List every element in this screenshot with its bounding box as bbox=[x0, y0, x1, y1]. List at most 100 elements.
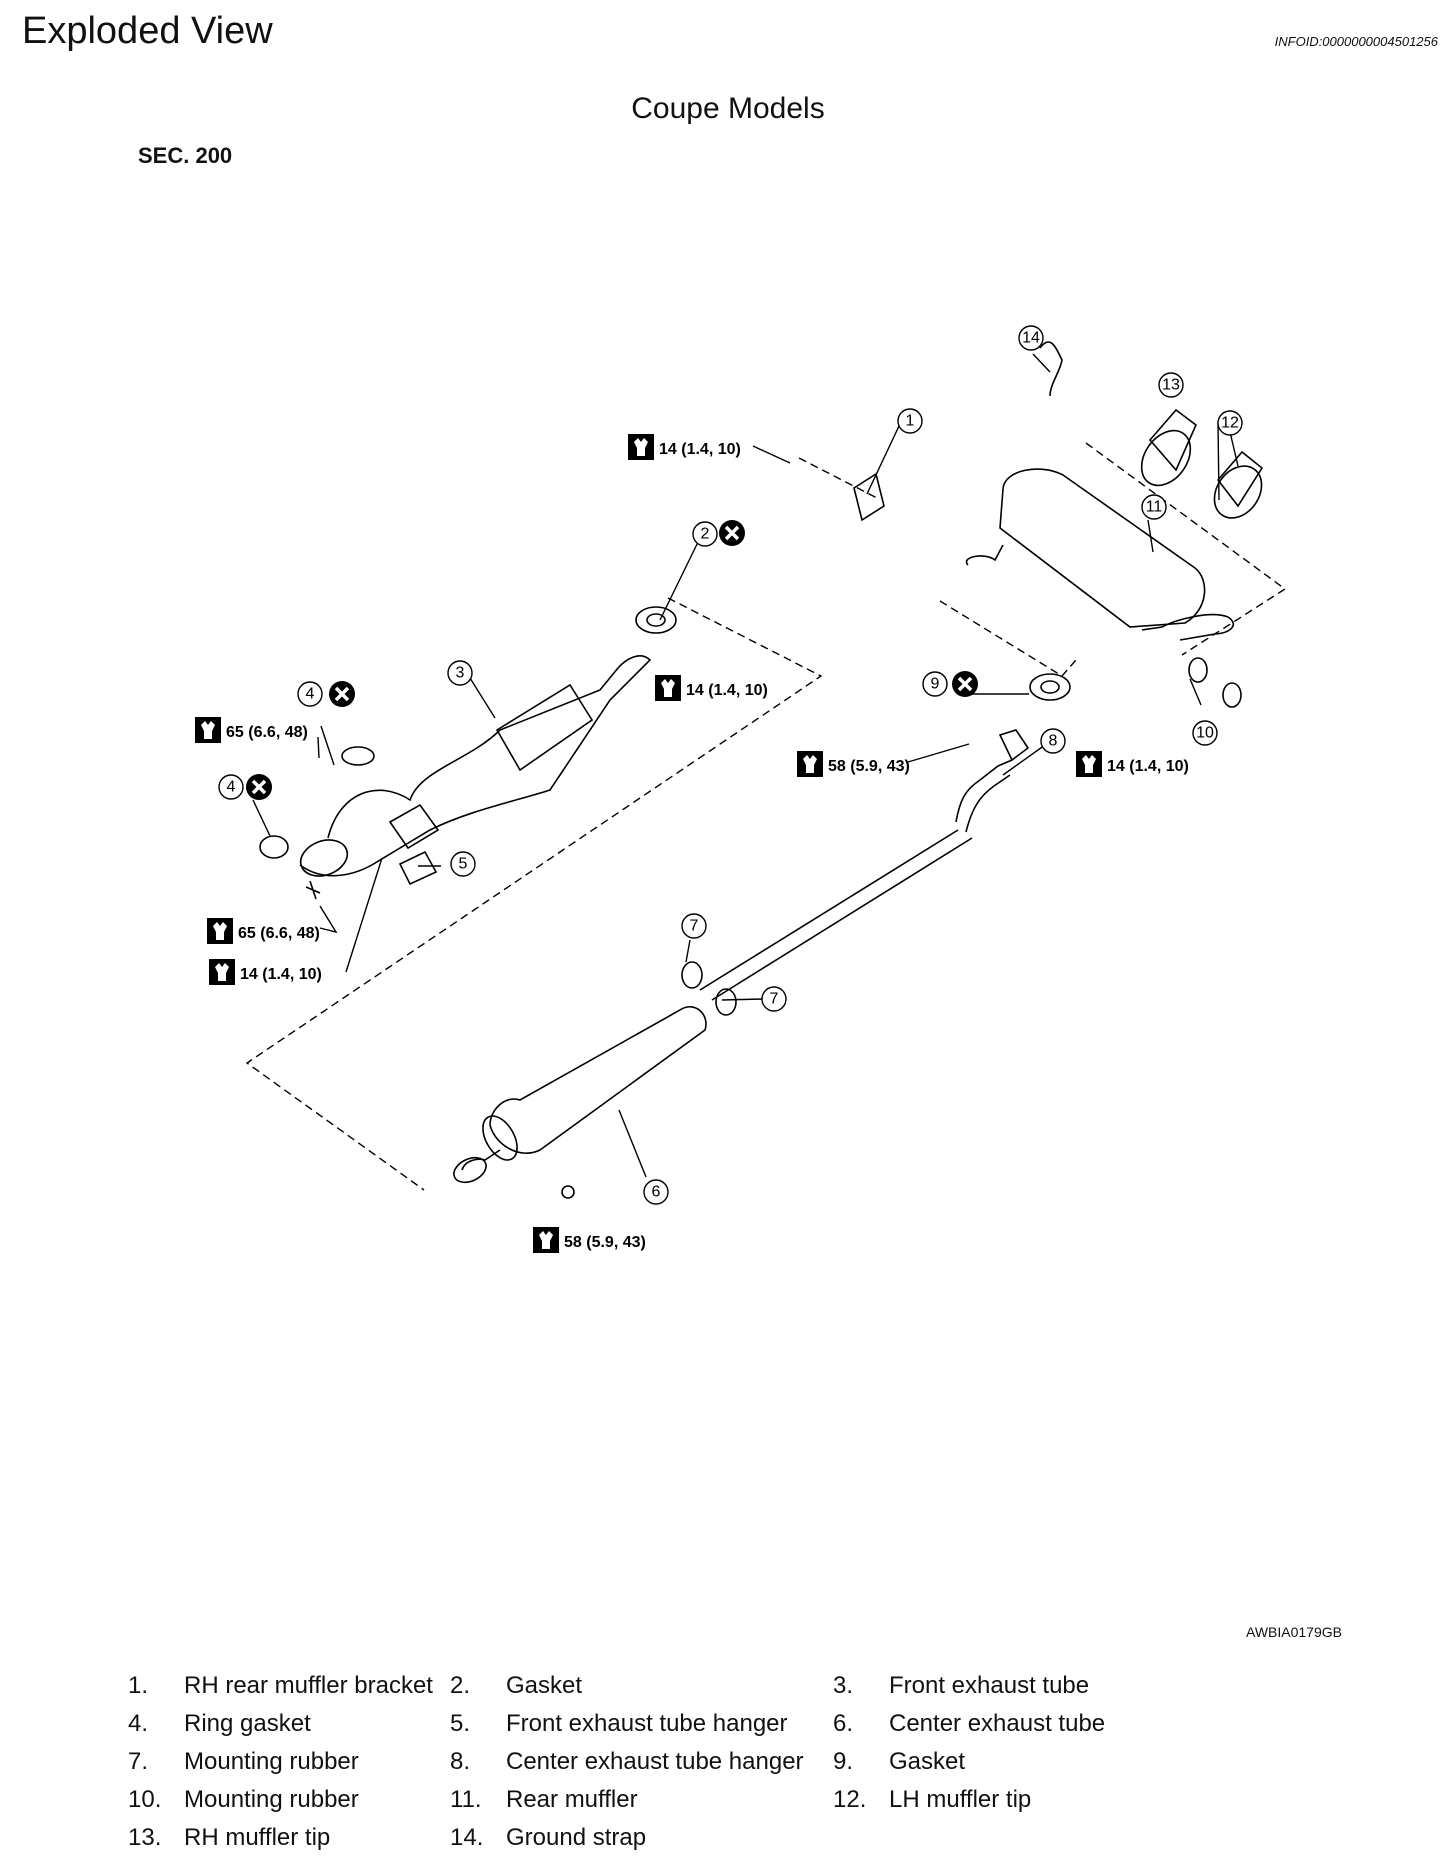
callout-3: 3 bbox=[447, 660, 473, 686]
assembly-lines bbox=[245, 442, 1287, 1191]
legend-label: Ring gasket bbox=[184, 1710, 311, 1737]
do-not-reuse-icon bbox=[327, 679, 357, 709]
legend-label: Front exhaust tube bbox=[889, 1672, 1090, 1699]
svg-text:9: 9 bbox=[931, 676, 940, 693]
legend-label: LH muffler tip bbox=[889, 1786, 1032, 1813]
callout-5: 5 bbox=[450, 851, 476, 877]
rear-muffler-icon bbox=[999, 468, 1206, 628]
callout-7b: 7 bbox=[761, 986, 787, 1012]
legend-num: 14. bbox=[450, 1824, 484, 1851]
legend-label: Mounting rubber bbox=[184, 1748, 359, 1775]
legend-label: Gasket bbox=[889, 1748, 966, 1775]
torque-spec: 65 (6.6, 48) bbox=[195, 717, 308, 743]
do-not-reuse-icon bbox=[950, 669, 980, 699]
legend-num: 9. bbox=[833, 1748, 854, 1775]
svg-text:2: 2 bbox=[701, 526, 710, 543]
legend-num: 1. bbox=[128, 1672, 149, 1699]
legend-num: 13. bbox=[128, 1824, 162, 1851]
do-not-reuse-icon bbox=[717, 518, 747, 548]
callout-14: 14 bbox=[1018, 325, 1044, 351]
torque-spec-text: 14 (1.4, 10) bbox=[659, 441, 741, 458]
legend-num: 8. bbox=[450, 1748, 471, 1775]
leader-lines bbox=[252, 353, 1239, 1178]
mounting-rubber-icon bbox=[681, 961, 703, 989]
front-exhaust-tube-hanger-icon bbox=[398, 850, 438, 886]
ring-gasket-icon bbox=[341, 746, 375, 766]
svg-text:4: 4 bbox=[306, 686, 315, 703]
legend-label: Rear muffler bbox=[506, 1786, 638, 1813]
svg-text:11: 11 bbox=[1146, 499, 1163, 516]
parts-legend: 1. RH rear muffler bracket 2. Gasket 3. … bbox=[128, 1667, 1105, 1857]
gasket-icon bbox=[1029, 673, 1071, 701]
legend-row: 7. Mounting rubber 8. Center exhaust tub… bbox=[128, 1743, 1105, 1781]
diagram-subtitle: Coupe Models bbox=[631, 92, 825, 125]
legend-label: RH rear muffler bracket bbox=[184, 1672, 433, 1699]
callout-10: 10 bbox=[1192, 720, 1218, 746]
front-exhaust-tube-icon bbox=[299, 655, 652, 877]
legend-row: 13. RH muffler tip 14. Ground strap bbox=[128, 1819, 1105, 1857]
figure-code: AWBIA0179GB bbox=[1246, 1624, 1342, 1640]
torque-spec: 58 (5.9, 43) bbox=[797, 751, 910, 777]
ring-gasket-2-icon bbox=[259, 835, 289, 859]
torque-spec-text: 14 (1.4, 10) bbox=[686, 682, 768, 699]
legend-num: 6. bbox=[833, 1710, 854, 1737]
svg-text:5: 5 bbox=[459, 856, 468, 873]
torque-specs: 14 (1.4, 10) 14 (1.4, 10) 65 (6.6, 48) 6… bbox=[195, 434, 1189, 1253]
torque-spec: 14 (1.4, 10) bbox=[655, 675, 768, 701]
svg-text:7: 7 bbox=[770, 991, 779, 1008]
legend-label: Gasket bbox=[506, 1672, 583, 1699]
ground-strap-icon bbox=[1039, 341, 1063, 397]
callout-13: 13 bbox=[1158, 372, 1184, 398]
lh-muffler-tip-icon bbox=[1213, 465, 1263, 519]
mounting-rubber-2-icon bbox=[715, 988, 737, 1016]
legend-label: Mounting rubber bbox=[184, 1786, 359, 1813]
torque-spec: 14 (1.4, 10) bbox=[628, 434, 741, 460]
nut-icon bbox=[561, 1185, 575, 1199]
do-not-reuse-icon bbox=[244, 772, 274, 802]
torque-spec: 14 (1.4, 10) bbox=[1076, 751, 1189, 777]
mounting-rubber-3-icon bbox=[1188, 657, 1208, 683]
rear-muffler-outlet-icon bbox=[1141, 613, 1234, 641]
gasket-2-icon bbox=[635, 606, 677, 634]
legend-label: Front exhaust tube hanger bbox=[506, 1710, 788, 1737]
torque-spec-text: 14 (1.4, 10) bbox=[240, 966, 322, 983]
torque-spec-text: 65 (6.6, 48) bbox=[238, 925, 320, 942]
callout-12: 12 bbox=[1217, 410, 1243, 436]
legend-label: Center exhaust tube bbox=[889, 1710, 1106, 1737]
svg-text:7: 7 bbox=[690, 918, 699, 935]
torque-spec: 65 (6.6, 48) bbox=[207, 918, 320, 944]
legend-num: 5. bbox=[450, 1710, 471, 1737]
torque-spec-text: 14 (1.4, 10) bbox=[1107, 758, 1189, 775]
legend-row: 10. Mounting rubber 11. Rear muffler 12.… bbox=[128, 1781, 1105, 1819]
bolt-icon bbox=[305, 880, 321, 900]
callout-7: 7 bbox=[681, 913, 707, 939]
section-label: SEC. 200 bbox=[138, 143, 233, 168]
callout-4: 4 bbox=[297, 681, 323, 707]
exhaust-parts bbox=[259, 341, 1264, 1199]
legend-label: Center exhaust tube hanger bbox=[506, 1748, 804, 1775]
info-id: INFOID:0000000004501256 bbox=[1274, 34, 1438, 49]
callout-11: 11 bbox=[1141, 494, 1167, 520]
rear-muffler-bracket-icon bbox=[853, 472, 885, 522]
svg-text:12: 12 bbox=[1221, 415, 1239, 432]
legend-num: 3. bbox=[833, 1672, 854, 1699]
callout-6: 6 bbox=[643, 1179, 669, 1205]
svg-text:13: 13 bbox=[1162, 377, 1180, 394]
svg-text:10: 10 bbox=[1196, 725, 1214, 742]
svg-text:1: 1 bbox=[906, 413, 915, 430]
callout-9: 9 bbox=[922, 671, 948, 697]
torque-spec: 14 (1.4, 10) bbox=[209, 959, 322, 985]
center-exhaust-tube-icon bbox=[699, 829, 973, 1001]
legend-row: 1. RH rear muffler bracket 2. Gasket 3. … bbox=[128, 1667, 1105, 1705]
callout-2: 2 bbox=[692, 521, 718, 547]
center-exhaust-tube-hanger-icon bbox=[998, 729, 1030, 762]
callouts: 1 2 3 4 4 5 6 7 7 8 9 10 11 12 13 14 bbox=[218, 325, 1243, 1205]
legend-num: 2. bbox=[450, 1672, 471, 1699]
legend-label: Ground strap bbox=[506, 1824, 647, 1851]
svg-text:8: 8 bbox=[1049, 733, 1058, 750]
legend-row: 4. Ring gasket 5. Front exhaust tube han… bbox=[128, 1705, 1105, 1743]
legend-num: 10. bbox=[128, 1786, 162, 1813]
legend-num: 12. bbox=[833, 1786, 867, 1813]
callout-4b: 4 bbox=[218, 774, 244, 800]
